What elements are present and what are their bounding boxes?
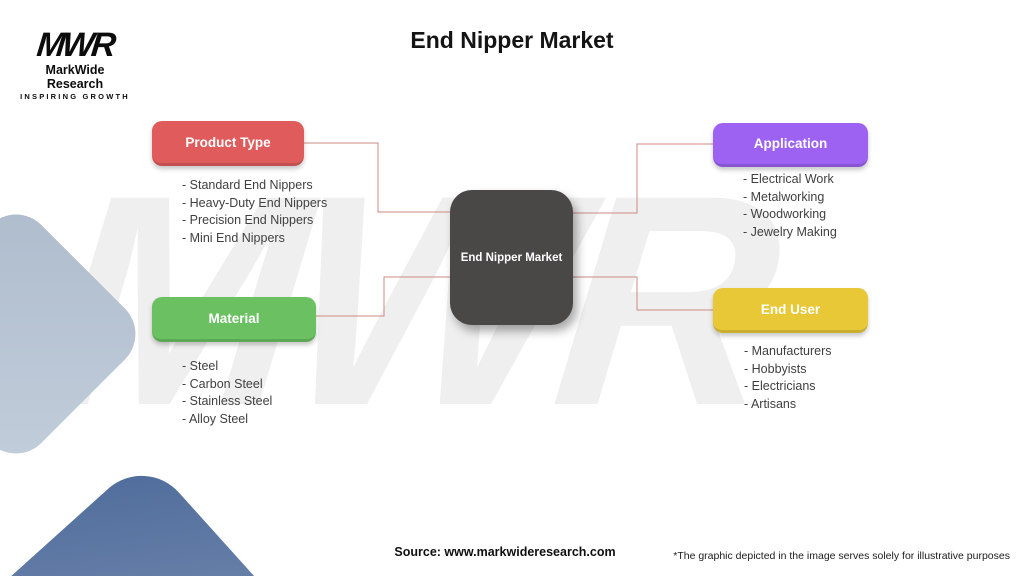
list-item: - Electricians — [744, 379, 816, 393]
node-material-label: Material — [208, 310, 260, 326]
list-product-type: - Standard End Nippers - Heavy-Duty End … — [182, 177, 327, 247]
source-line: Source: www.markwideresearch.com — [394, 545, 616, 559]
list-item: - Standard End Nippers — [182, 178, 313, 192]
list-item: - Woodworking — [743, 207, 827, 221]
list-item: - Alloy Steel — [182, 411, 249, 426]
list-item: - Artisans — [744, 396, 797, 411]
list-item: - Stainless Steel — [182, 394, 273, 408]
node-product-type-label: Product Type — [185, 134, 271, 150]
list-application: - Electrical Work - Metalworking - Woodw… — [743, 171, 837, 241]
disclaimer-note: *The graphic depicted in the image serve… — [673, 550, 1010, 562]
logo-tagline: INSPIRING GROWTH — [20, 92, 130, 101]
list-item: - Jewelry Making — [743, 224, 837, 239]
list-material: - Steel - Carbon Steel - Stainless Steel… — [182, 358, 272, 428]
node-end-user: End User — [713, 288, 868, 333]
list-end-user: - Manufacturers - Hobbyists - Electricia… — [744, 343, 832, 413]
list-item: - Precision End Nippers — [182, 213, 314, 227]
list-item: - Heavy-Duty End Nippers — [182, 195, 328, 210]
node-application: Application — [713, 123, 868, 167]
node-center-label: End Nipper Market — [460, 251, 563, 264]
page-title: End Nipper Market — [410, 27, 614, 53]
list-item: - Carbon Steel — [182, 376, 263, 391]
connector-product-type — [303, 142, 450, 213]
list-item: - Mini End Nippers — [182, 230, 285, 245]
node-end-user-label: End User — [760, 301, 821, 317]
list-item: - Electrical Work — [743, 172, 834, 186]
node-product-type: Product Type — [152, 121, 304, 166]
connector-material — [316, 276, 450, 317]
node-center-market: End Nipper Market — [450, 190, 573, 325]
node-material: Material — [152, 297, 316, 342]
list-item: - Steel — [182, 359, 219, 373]
list-item: - Hobbyists — [744, 361, 807, 376]
logo-company-name: MarkWide Research — [45, 63, 105, 91]
connector-application — [573, 143, 713, 214]
connector-end-user — [573, 276, 713, 311]
list-item: - Metalworking — [743, 189, 825, 204]
markwide-logo: MWR MarkWide Research INSPIRING GROWTH — [20, 26, 130, 101]
list-item: - Manufacturers — [744, 344, 832, 358]
node-application-label: Application — [753, 136, 828, 151]
